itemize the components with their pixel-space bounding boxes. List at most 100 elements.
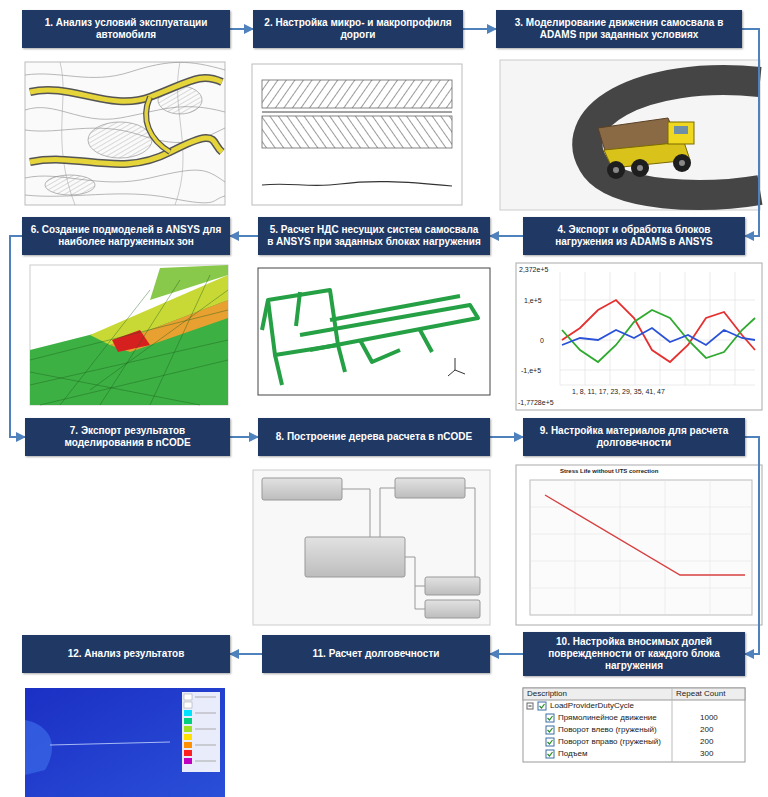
step-title: 6. Создание подмоделей в ANSYS для наибо…	[30, 224, 222, 248]
axis-ticks: 1, 8, 11, 17, 23, 29, 35, 41, 47	[572, 387, 665, 396]
truck-frame-illustration-part-part	[275, 345, 345, 385]
results-illustration-part	[184, 742, 192, 748]
calculation-tree-illustration-part	[425, 577, 480, 595]
load-chart-illustration	[516, 263, 762, 410]
table-cell: 200	[700, 737, 713, 747]
road-profile-illustration-part	[262, 182, 452, 186]
flow-arrow	[490, 436, 523, 438]
process-box: 3. Моделирование движения самосвала в AD…	[496, 10, 742, 48]
road-profile-illustration	[252, 64, 462, 205]
duty-cycle-table-part	[548, 728, 553, 732]
process-box: 11. Расчет долговечности	[262, 635, 490, 673]
flow-arrow	[463, 28, 496, 30]
truck-frame-illustration-part	[262, 290, 478, 385]
submodel-mesh-illustration	[30, 265, 228, 405]
load-chart-illustration-part	[562, 310, 755, 362]
load-chart-illustration-part-part	[635, 272, 636, 385]
truck-simulation-illustration-part	[631, 159, 649, 177]
duty-cycle-table-part	[548, 740, 553, 744]
submodel-mesh-illustration-part	[150, 265, 228, 300]
process-box: 12. Анализ результатов	[22, 635, 230, 673]
load-chart-illustration-part-part	[660, 272, 661, 385]
results-illustration-part	[182, 692, 220, 772]
results-illustration-part	[184, 694, 192, 700]
truck-simulation-illustration-part	[500, 60, 760, 210]
truck-frame-illustration-part-part	[300, 305, 478, 350]
step-title: 8. Построение дерева расчета в nCODE	[276, 431, 472, 443]
duty-cycle-table-part	[546, 738, 554, 746]
truck-frame-illustration-part	[258, 268, 490, 395]
flow-arrow	[230, 436, 258, 438]
results-illustration-part	[195, 697, 216, 761]
map-illustration-part	[25, 62, 225, 205]
map-illustration-part	[146, 97, 170, 152]
load-chart-illustration-part	[560, 272, 755, 385]
sn-curve-illustration-part-part	[530, 588, 752, 589]
submodel-mesh-illustration-part	[30, 265, 228, 405]
sn-curve-illustration-part	[530, 480, 752, 615]
truck-frame-illustration	[258, 268, 490, 395]
load-chart-illustration-part-part	[610, 272, 611, 385]
process-box: 9. Настройка материалов для расчета долг…	[523, 418, 745, 456]
step-title: 10. Настройка вносимых долей поврежденно…	[531, 636, 737, 672]
truck-frame-illustration-part	[448, 358, 465, 376]
duty-cycle-table	[523, 688, 745, 762]
table-cell: Поворот влево (груженый)	[558, 725, 657, 735]
table-cell: Подъем	[558, 749, 587, 759]
table-cell: 200	[700, 725, 713, 735]
step-title: 9. Настройка материалов для расчета долг…	[531, 425, 737, 449]
load-chart-illustration-part	[516, 263, 762, 410]
truck-simulation-illustration-part	[679, 160, 685, 166]
truck-simulation-illustration-part	[607, 161, 625, 179]
process-box: 6. Создание подмоделей в ANSYS для наибо…	[22, 217, 230, 255]
duty-cycle-table-part	[546, 714, 554, 722]
road-profile-illustration-part	[262, 116, 452, 148]
flow-arrow	[490, 235, 523, 237]
map-illustration-part	[25, 62, 225, 77]
duty-cycle-table-part	[538, 702, 546, 710]
load-chart-illustration-part-part	[560, 272, 561, 385]
truck-frame-illustration-part-part	[262, 292, 300, 330]
results-illustration-part	[184, 726, 192, 732]
results-illustration-part-part	[195, 729, 216, 730]
step-title: 3. Моделирование движения самосвала в AD…	[504, 17, 734, 41]
sn-curve-illustration-part	[545, 495, 745, 575]
load-chart-illustration-part-part	[560, 300, 755, 301]
calculation-tree-illustration-part	[262, 478, 342, 500]
calculation-tree-illustration-part	[305, 537, 405, 577]
sn-curve-illustration-part-part	[620, 480, 621, 615]
sn-curve-illustration-part-part	[530, 534, 752, 535]
sn-curve-illustration-part	[530, 480, 752, 615]
duty-cycle-table-part	[546, 750, 554, 758]
sn-curve-illustration-part-part	[530, 561, 752, 562]
map-illustration	[25, 62, 225, 205]
results-illustration-part	[184, 758, 192, 764]
calculation-tree-illustration-part	[305, 488, 480, 609]
results-illustration-part	[184, 718, 192, 724]
map-illustration-part	[88, 122, 152, 158]
load-chart-illustration-part-part	[560, 370, 755, 371]
load-chart-illustration-part-part	[560, 385, 755, 386]
flow-arrow	[230, 653, 262, 655]
table-header: Repeat Count	[676, 689, 725, 699]
submodel-mesh-illustration-part	[112, 330, 150, 352]
sn-curve-illustration-part-part	[665, 480, 666, 615]
road-profile-illustration-part	[262, 112, 452, 113]
axis-value: -1,e+5	[521, 366, 541, 375]
process-box: 8. Построение дерева расчета в nCODE	[258, 418, 490, 456]
process-box: 2. Настройка микро- и макропрофиля дорог…	[253, 10, 463, 48]
duty-cycle-table-part	[540, 704, 545, 708]
axis-value: 2,372e+5	[519, 265, 548, 274]
table-header: Description	[527, 689, 567, 699]
step-title: 5. Расчет НДС несущих систем самосвала в…	[266, 224, 482, 248]
flow-arrow	[742, 29, 759, 236]
calculation-tree-illustration-part	[425, 600, 480, 618]
results-illustration-part	[184, 750, 192, 756]
duty-cycle-table-part	[548, 752, 553, 756]
map-illustration-part	[146, 97, 170, 152]
step-title: 2. Настройка микро- и макропрофиля дорог…	[261, 17, 455, 41]
step-title: 1. Анализ условий эксплуатации автомобил…	[30, 17, 222, 41]
load-chart-illustration-part-part	[685, 272, 686, 385]
